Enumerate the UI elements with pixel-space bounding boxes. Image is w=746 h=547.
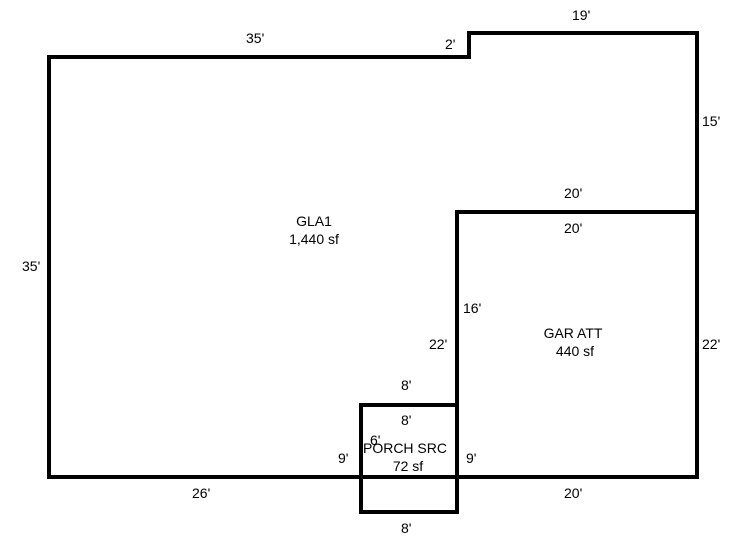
dim-garage-left: 16' bbox=[463, 300, 481, 316]
dim-garage-right: 22' bbox=[702, 336, 720, 352]
dim-porch-left: 9' bbox=[338, 450, 348, 466]
dim-gla-inner: 22' bbox=[429, 336, 447, 352]
garage-outline bbox=[455, 210, 699, 479]
gla1-name-label: GLA1 bbox=[296, 213, 332, 229]
dim-garage-bottom: 20' bbox=[564, 485, 582, 501]
dim-gla-step: 2' bbox=[445, 36, 455, 52]
dim-garage-porch-side: 9' bbox=[466, 450, 476, 466]
garage-area-label: 440 sf bbox=[556, 343, 594, 359]
dim-gla-bottom: 26' bbox=[192, 485, 210, 501]
dim-gla-right: 15' bbox=[702, 113, 720, 129]
porch-area-label: 72 sf bbox=[393, 458, 423, 474]
dim-porch-top-inner: 8' bbox=[401, 412, 411, 428]
gla1-area-label: 1,440 sf bbox=[289, 231, 339, 247]
porch-name-label: PORCH SRC bbox=[363, 440, 447, 456]
gla1-outline bbox=[47, 31, 699, 479]
dim-porch-inner: 6' bbox=[370, 432, 380, 448]
dim-porch-bottom: 8' bbox=[401, 520, 411, 536]
dim-gla-top-right: 19' bbox=[572, 7, 590, 23]
garage-name-label: GAR ATT bbox=[544, 325, 603, 341]
dim-gla-top: 35' bbox=[246, 30, 264, 46]
dim-gla-garage-top: 20' bbox=[564, 185, 582, 201]
porch-outline bbox=[359, 403, 459, 514]
dim-porch-top-outer: 8' bbox=[401, 377, 411, 393]
dim-garage-top: 20' bbox=[564, 220, 582, 236]
dim-gla-left: 35' bbox=[22, 258, 40, 274]
